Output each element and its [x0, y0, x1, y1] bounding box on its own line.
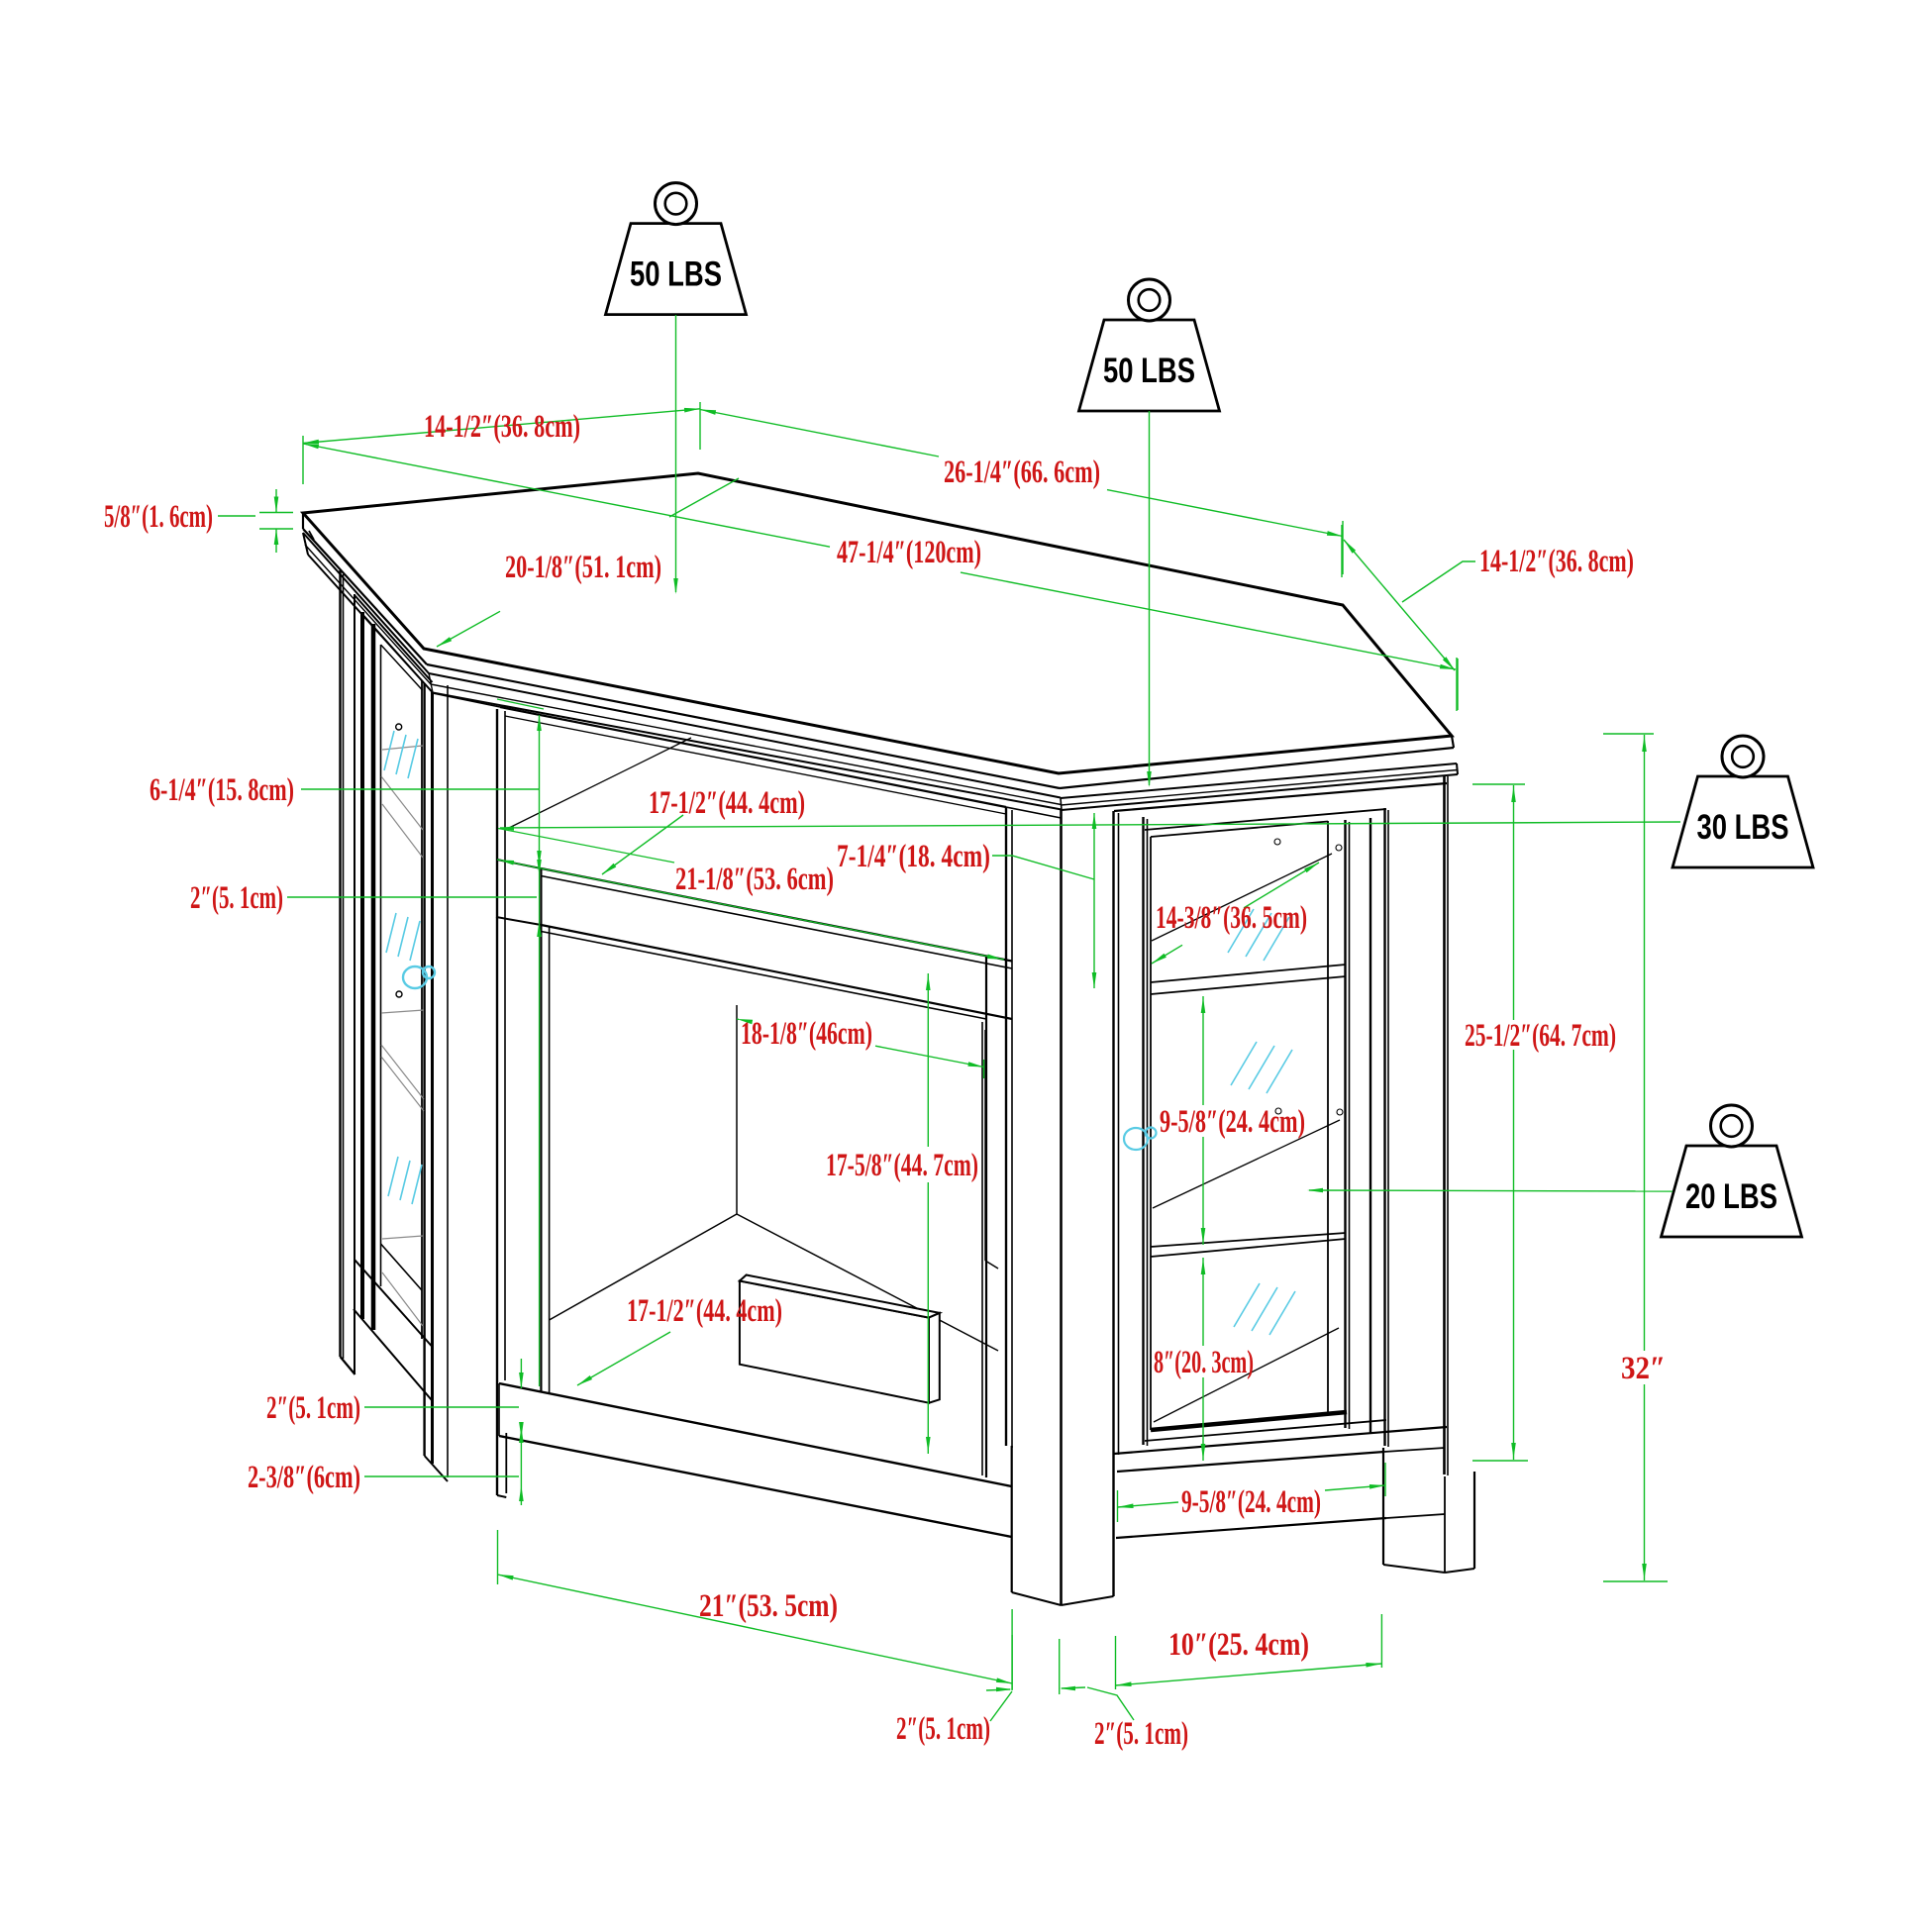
svg-text:14-3/8″(36. 5cm): 14-3/8″(36. 5cm) [1156, 900, 1307, 936]
svg-text:26-1/4″(66. 6cm): 26-1/4″(66. 6cm) [944, 455, 1100, 490]
svg-text:32″: 32″ [1621, 1351, 1666, 1386]
svg-text:50 LBS: 50 LBS [630, 255, 722, 294]
svg-text:7-1/4″(18. 4cm): 7-1/4″(18. 4cm) [837, 839, 990, 874]
svg-text:2″(5. 1cm): 2″(5. 1cm) [1094, 1716, 1188, 1752]
svg-text:5/8″(1. 6cm): 5/8″(1. 6cm) [104, 499, 213, 535]
svg-text:6-1/4″(15. 8cm): 6-1/4″(15. 8cm) [150, 772, 294, 808]
svg-text:30 LBS: 30 LBS [1697, 808, 1789, 847]
svg-text:17-1/2″(44. 4cm): 17-1/2″(44. 4cm) [649, 785, 805, 821]
svg-text:2-3/8″(6cm): 2-3/8″(6cm) [248, 1460, 360, 1495]
svg-text:20 LBS: 20 LBS [1685, 1177, 1777, 1216]
svg-text:21″(53. 5cm): 21″(53. 5cm) [699, 1588, 838, 1624]
svg-text:17-5/8″(44. 7cm): 17-5/8″(44. 7cm) [826, 1148, 978, 1183]
svg-text:25-1/2″(64. 7cm): 25-1/2″(64. 7cm) [1465, 1018, 1616, 1054]
svg-text:9-5/8″(24. 4cm): 9-5/8″(24. 4cm) [1160, 1104, 1305, 1140]
svg-text:47-1/4″(120cm): 47-1/4″(120cm) [837, 535, 981, 570]
svg-text:9-5/8″(24. 4cm): 9-5/8″(24. 4cm) [1181, 1484, 1321, 1520]
svg-text:18-1/8″(46cm): 18-1/8″(46cm) [741, 1016, 872, 1052]
svg-text:10″(25. 4cm): 10″(25. 4cm) [1168, 1627, 1309, 1663]
svg-text:20-1/8″(51. 1cm): 20-1/8″(51. 1cm) [505, 550, 661, 585]
svg-text:14-1/2″(36. 8cm): 14-1/2″(36. 8cm) [1479, 544, 1634, 579]
svg-text:21-1/8″(53. 6cm): 21-1/8″(53. 6cm) [675, 862, 834, 897]
svg-text:2″(5. 1cm): 2″(5. 1cm) [896, 1711, 990, 1747]
svg-text:2″(5. 1cm): 2″(5. 1cm) [266, 1390, 360, 1426]
svg-text:8″(20. 3cm): 8″(20. 3cm) [1154, 1345, 1254, 1380]
svg-text:2″(5. 1cm): 2″(5. 1cm) [190, 880, 283, 916]
svg-text:14-1/2″(36. 8cm): 14-1/2″(36. 8cm) [424, 409, 580, 445]
svg-text:17-1/2″(44. 4cm): 17-1/2″(44. 4cm) [627, 1293, 782, 1329]
svg-text:50 LBS: 50 LBS [1103, 352, 1195, 390]
